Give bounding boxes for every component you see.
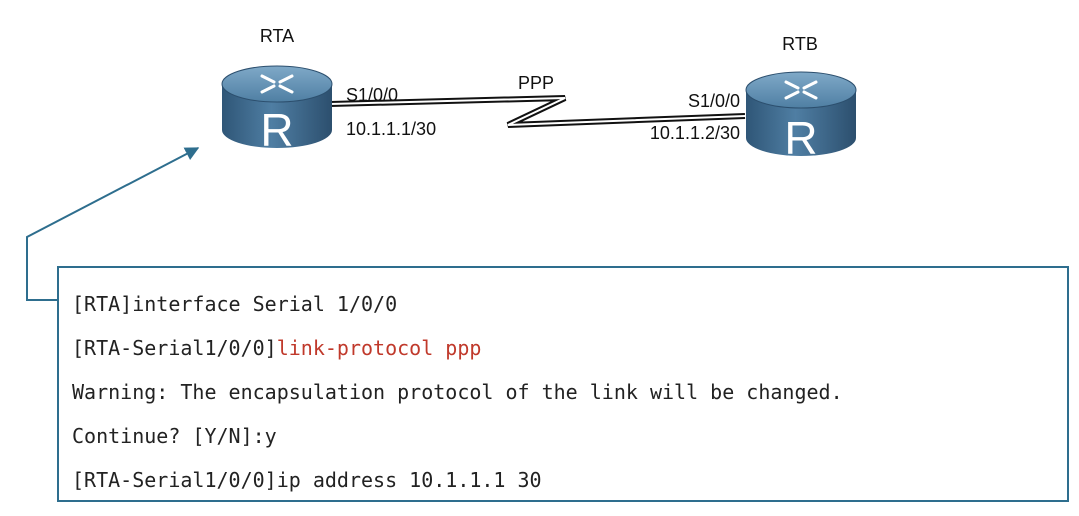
cli-output-box: [RTA]interface Serial 1/0/0 [RTA-Serial1… bbox=[57, 266, 1069, 502]
router-rta-label: RTA bbox=[260, 26, 294, 46]
router-rta-glyph: R bbox=[260, 104, 293, 156]
link-protocol-label: PPP bbox=[518, 73, 554, 93]
cli-line-2-command: link-protocol ppp bbox=[276, 336, 482, 360]
cli-connector-arrow bbox=[26, 147, 200, 301]
cli-line-2: [RTA-Serial1/0/0]link-protocol ppp bbox=[72, 336, 481, 360]
rta-ip-label: 10.1.1.1/30 bbox=[346, 119, 436, 139]
cli-line-3: Warning: The encapsulation protocol of t… bbox=[72, 380, 843, 404]
router-rtb-glyph: R bbox=[784, 112, 817, 164]
cli-line-2-prompt: [RTA-Serial1/0/0] bbox=[72, 336, 277, 360]
rta-interface-label: S1/0/0 bbox=[346, 85, 398, 105]
cli-line-1: [RTA]interface Serial 1/0/0 bbox=[72, 292, 398, 316]
cli-line-4: Continue? [Y/N]:y bbox=[72, 424, 277, 448]
router-rtb-label: RTB bbox=[782, 34, 818, 54]
cli-line-5: [RTA-Serial1/0/0]ip address 10.1.1.1 30 bbox=[72, 468, 542, 492]
rtb-ip-label: 10.1.1.2/30 bbox=[650, 123, 740, 143]
router-arrows-icon bbox=[260, 74, 294, 94]
router-rtb-icon: R bbox=[745, 71, 857, 164]
router-arrows-icon bbox=[784, 80, 818, 100]
router-rta-icon: R bbox=[221, 65, 333, 156]
rtb-interface-label: S1/0/0 bbox=[688, 91, 740, 111]
ppp-serial-link bbox=[329, 95, 746, 128]
